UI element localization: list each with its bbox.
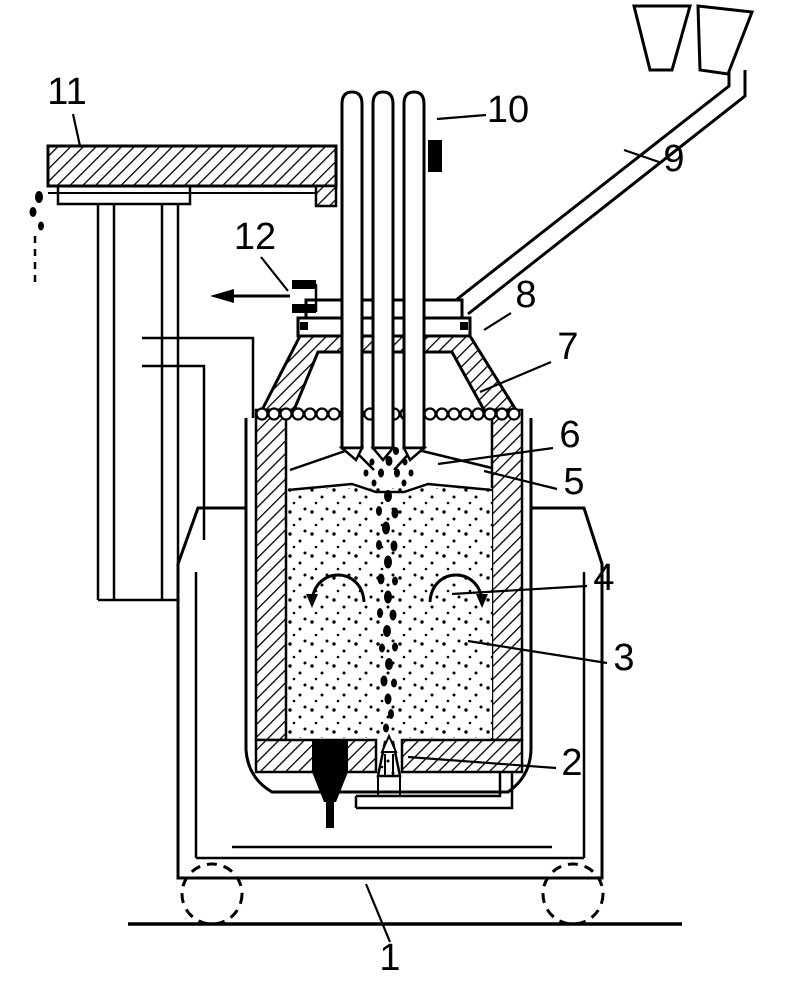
- circulation-arrowhead-right: [476, 594, 488, 608]
- refractory-lining: [254, 408, 524, 774]
- offtake-arrowhead: [210, 289, 234, 303]
- lining-wall-right: [490, 408, 524, 742]
- beam-drips: [29, 191, 44, 282]
- electrodes: [338, 90, 442, 462]
- label-1-text: 1: [379, 937, 400, 979]
- lining-wall-left: [254, 408, 288, 742]
- electrode-clamp: [428, 140, 442, 172]
- labels: 1 2 3 4 5 6 7 8: [47, 71, 684, 979]
- support-column: [56, 184, 192, 602]
- droplet-stream: [363, 447, 414, 733]
- wheel-right: [541, 862, 605, 926]
- charging-hopper: [632, 4, 755, 76]
- bottom-stopper: [312, 740, 348, 828]
- bottom-piping: [354, 772, 514, 810]
- label-2-text: 2: [561, 742, 582, 784]
- label-9: 9: [623, 138, 685, 180]
- label-7-text: 7: [557, 326, 578, 368]
- label-12-text: 12: [234, 216, 276, 258]
- wheel-left: [180, 862, 244, 926]
- support-beam: [46, 144, 338, 208]
- electrode-middle: [371, 90, 395, 450]
- label-1: 1: [364, 883, 401, 979]
- nozzle-arrow-up: [380, 733, 398, 753]
- label-12: 12: [234, 216, 289, 292]
- label-9-text: 9: [663, 138, 684, 180]
- label-2: 2: [407, 742, 583, 784]
- label-4-text: 4: [593, 557, 614, 599]
- label-7: 7: [479, 326, 579, 394]
- label-5: 5: [483, 461, 585, 503]
- label-8-text: 8: [515, 274, 536, 316]
- label-6-text: 6: [559, 414, 580, 456]
- column-cap-plate: [56, 184, 192, 206]
- label-3: 3: [467, 637, 635, 679]
- bottom-nozzle: [376, 733, 402, 778]
- electrode-left: [340, 90, 364, 450]
- gas-offtake: [210, 280, 318, 313]
- car-wheels: [180, 862, 605, 926]
- label-8: 8: [483, 274, 537, 331]
- lining-floor-right: [400, 738, 524, 774]
- label-11: 11: [47, 71, 87, 147]
- label-6: 6: [437, 414, 581, 466]
- circulation-arrowhead-left: [306, 594, 318, 608]
- label-10: 10: [436, 89, 529, 131]
- electrode-right: [402, 90, 426, 450]
- label-11-text: 11: [47, 71, 86, 113]
- label-10-text: 10: [487, 89, 529, 131]
- label-5-text: 5: [563, 461, 584, 503]
- label-3-text: 3: [613, 637, 634, 679]
- label-4: 4: [451, 557, 615, 599]
